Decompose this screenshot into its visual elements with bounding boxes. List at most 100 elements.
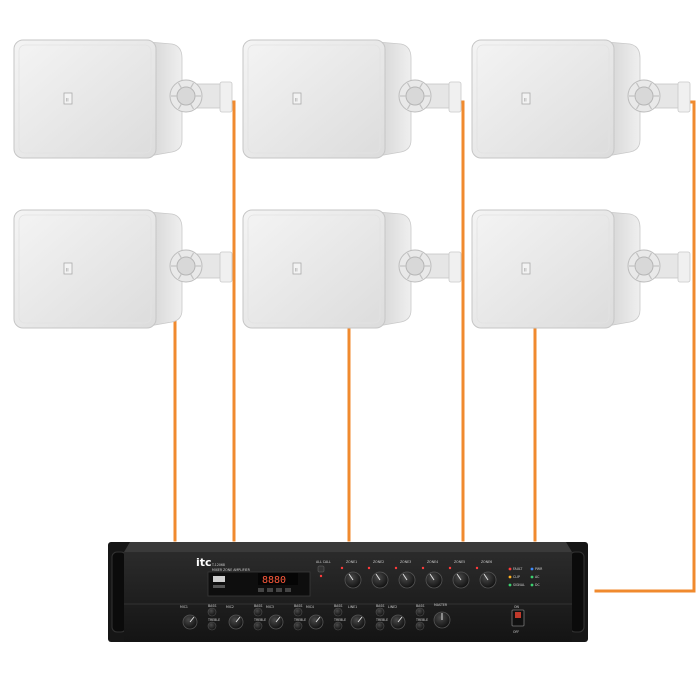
speaker-grille bbox=[13, 209, 157, 329]
brand-badge bbox=[521, 262, 531, 275]
model-number: T-12068 bbox=[211, 563, 225, 567]
brand-badge bbox=[521, 92, 531, 105]
tone-knob[interactable] bbox=[207, 621, 217, 631]
indicator-led bbox=[530, 583, 534, 587]
zone-label: ZONE3 bbox=[400, 560, 411, 564]
input-label: MIC2 bbox=[226, 605, 234, 609]
tone-knob[interactable] bbox=[207, 607, 217, 617]
speaker-grille bbox=[242, 209, 386, 329]
prev-button[interactable] bbox=[258, 588, 264, 592]
indicator-label: FAULT bbox=[513, 567, 522, 571]
play-button[interactable] bbox=[267, 588, 273, 592]
brand-badge bbox=[292, 92, 302, 105]
mixer-amplifier: itc T-12068 MIXER ZONE AMPLIFIER 8880 AL… bbox=[108, 542, 588, 642]
zone-label: ZONE2 bbox=[373, 560, 384, 564]
tone-knob[interactable] bbox=[415, 621, 425, 631]
tone-knob[interactable] bbox=[375, 621, 385, 631]
tone-label: TREBLE bbox=[253, 618, 266, 622]
speaker-array: ıı ıı ıı ıı ıı ıı bbox=[13, 39, 691, 329]
tone-label: TREBLE bbox=[293, 618, 306, 622]
tone-knob[interactable] bbox=[333, 607, 343, 617]
tone-label: BASS bbox=[254, 604, 262, 608]
tone-knob[interactable] bbox=[375, 607, 385, 617]
brand-badge-text: ıı bbox=[524, 267, 528, 274]
speaker-cable-3 bbox=[594, 100, 696, 593]
amplifier-front-panel bbox=[124, 552, 572, 642]
brand-badge-text: ıı bbox=[295, 97, 299, 104]
lcd-display bbox=[258, 573, 298, 585]
wall-speaker: ıı bbox=[471, 209, 691, 329]
speaker-grille bbox=[13, 39, 157, 159]
master-label: MASTER bbox=[434, 603, 448, 607]
wall-speaker: ıı bbox=[242, 209, 462, 329]
tone-knob[interactable] bbox=[333, 621, 343, 631]
zone-led bbox=[475, 566, 479, 570]
brand-badge-text: ıı bbox=[66, 97, 70, 104]
input-label: LINE2 bbox=[388, 605, 397, 609]
all-call-led bbox=[319, 574, 323, 578]
right-handle bbox=[569, 551, 585, 633]
indicator-led bbox=[508, 575, 512, 579]
tone-label: BASS bbox=[334, 604, 342, 608]
wall-speaker: ıı bbox=[13, 39, 233, 159]
tone-knob[interactable] bbox=[415, 607, 425, 617]
tone-label: BASS bbox=[416, 604, 424, 608]
speaker-cables bbox=[173, 100, 696, 593]
brand-badge bbox=[292, 262, 302, 275]
tone-knob[interactable] bbox=[293, 607, 303, 617]
indicator-label: PWR bbox=[535, 567, 543, 571]
speaker-cable-1 bbox=[228, 100, 236, 542]
zone-led bbox=[340, 566, 344, 570]
zone-led bbox=[394, 566, 398, 570]
zone-label: ZONE6 bbox=[481, 560, 492, 564]
power-off-label: OFF bbox=[513, 630, 519, 634]
wall-speaker: ıı bbox=[471, 39, 691, 159]
zone-led bbox=[367, 566, 371, 570]
brand-badge bbox=[63, 92, 73, 105]
zone-label: ZONE5 bbox=[454, 560, 465, 564]
input-label: MIC4 bbox=[306, 605, 314, 609]
tone-label: TREBLE bbox=[415, 618, 428, 622]
speaker-grille bbox=[471, 209, 615, 329]
indicator-led bbox=[530, 567, 534, 571]
input-label: LINE1 bbox=[348, 605, 357, 609]
brand-badge-text: ıı bbox=[66, 267, 70, 274]
indicator-led bbox=[530, 575, 534, 579]
tone-label: TREBLE bbox=[375, 618, 388, 622]
indicator-label: CLIP bbox=[513, 575, 520, 579]
tone-knob[interactable] bbox=[253, 621, 263, 631]
zone-label: ZONE1 bbox=[346, 560, 357, 564]
player-buttons bbox=[258, 588, 291, 592]
sd-card-slot[interactable] bbox=[213, 585, 225, 588]
zone-controls: ZONE1 ZONE2 ZONE3 ZONE4 ZONE5 ZONE6 bbox=[317, 560, 497, 589]
wall-speaker: ıı bbox=[13, 209, 233, 329]
input-label: MIC1 bbox=[180, 605, 188, 609]
tone-knob[interactable] bbox=[253, 607, 263, 617]
zone-label: ZONE4 bbox=[427, 560, 438, 564]
speaker-grille bbox=[242, 39, 386, 159]
power-on-label: ON bbox=[514, 605, 520, 609]
mode-button[interactable] bbox=[285, 588, 291, 592]
brand-logo: itc bbox=[196, 556, 212, 569]
speaker-cable-2 bbox=[458, 100, 465, 542]
input-label: MIC3 bbox=[266, 605, 274, 609]
input-controls: MIC1 BASS TREBLE MIC2 BASS TREBLE MIC3 BASS TREB… bbox=[180, 604, 428, 631]
tone-knob[interactable] bbox=[293, 621, 303, 631]
brand-badge-text: ıı bbox=[524, 97, 528, 104]
left-handle bbox=[111, 551, 127, 633]
indicator-led bbox=[508, 567, 512, 571]
tone-label: TREBLE bbox=[333, 618, 346, 622]
usb-port[interactable] bbox=[213, 576, 225, 582]
amplifier-top-edge bbox=[124, 542, 572, 552]
all-call-label: ALL CALL bbox=[316, 560, 331, 564]
amplifier-subtitle: MIXER ZONE AMPLIFIER bbox=[212, 568, 251, 572]
indicator-label: SIGNAL bbox=[513, 583, 525, 587]
zone-led bbox=[421, 566, 425, 570]
brand-badge-text: ıı bbox=[295, 267, 299, 274]
all-call-button[interactable] bbox=[317, 565, 325, 573]
tone-label: BASS bbox=[376, 604, 384, 608]
speaker-grille bbox=[471, 39, 615, 159]
next-button[interactable] bbox=[276, 588, 282, 592]
